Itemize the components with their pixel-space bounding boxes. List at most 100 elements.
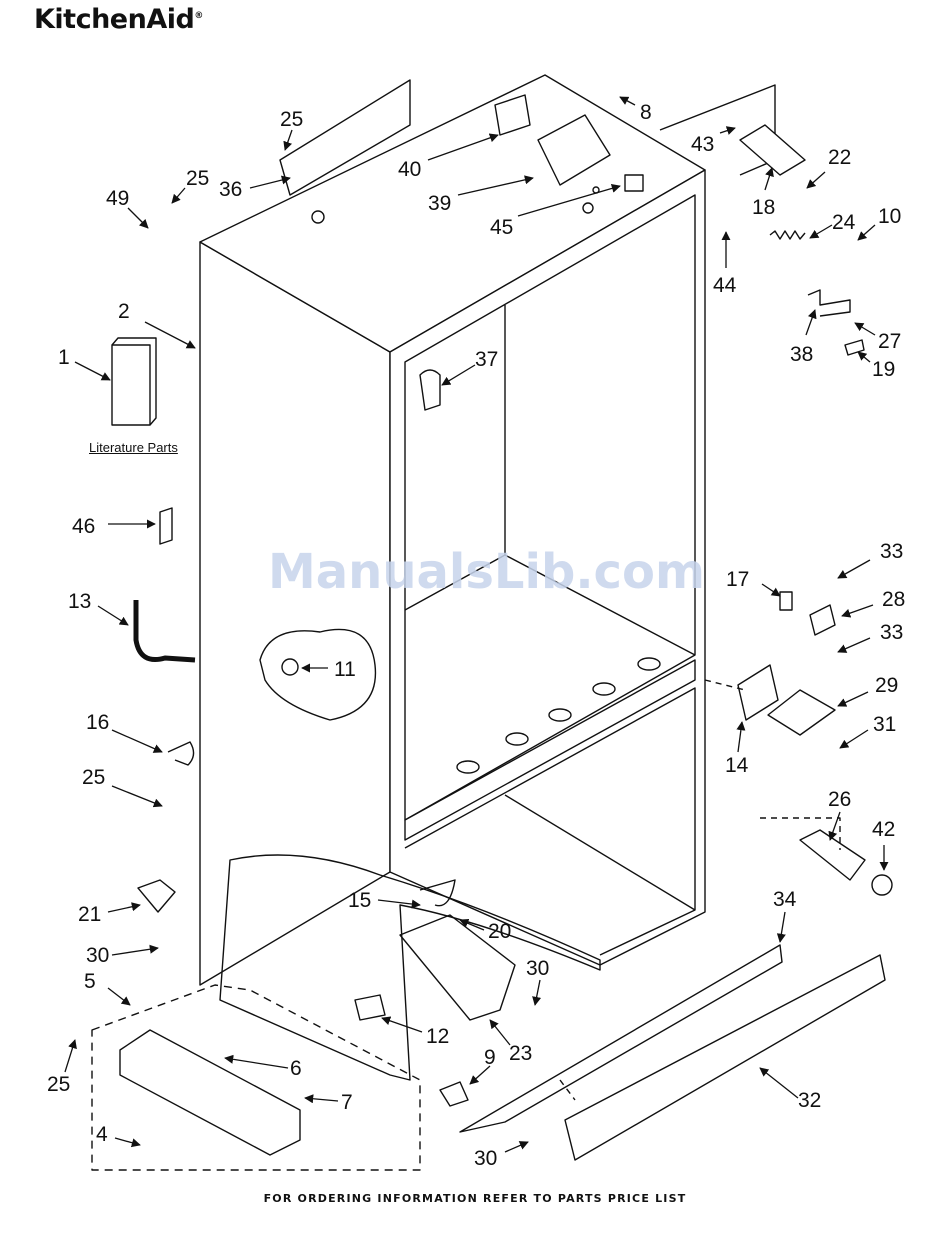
leader-32 xyxy=(760,1068,798,1098)
callout-44: 44 xyxy=(713,274,737,297)
part-17 xyxy=(780,592,792,610)
leader-25c xyxy=(112,786,162,806)
hinge-29 xyxy=(768,690,835,735)
callout-26: 26 xyxy=(828,788,851,811)
literature-book xyxy=(112,345,150,425)
hinge-18 xyxy=(740,125,805,175)
leader-31 xyxy=(840,730,868,748)
part-45-block xyxy=(625,175,643,191)
callout-21: 21 xyxy=(78,903,101,926)
leader-17 xyxy=(762,584,780,596)
callout-36: 36 xyxy=(219,178,242,201)
leader-13 xyxy=(98,606,128,625)
part-9 xyxy=(440,1082,468,1106)
callout-34: 34 xyxy=(773,888,797,911)
leader-29 xyxy=(838,692,868,706)
leader-30b xyxy=(112,948,158,955)
callout-23: 23 xyxy=(509,1042,532,1065)
callout-20: 20 xyxy=(488,920,511,943)
leader-34 xyxy=(780,912,785,942)
clip-46 xyxy=(160,508,172,544)
leader-24 xyxy=(810,225,832,238)
callout-32: 32 xyxy=(798,1089,821,1112)
callout-18: 18 xyxy=(752,196,775,219)
leader-18 xyxy=(765,168,772,190)
leader-1 xyxy=(75,362,110,380)
leader-14 xyxy=(738,722,742,752)
callout-27: 27 xyxy=(878,330,901,353)
leader-6 xyxy=(225,1058,288,1068)
callout-16: 16 xyxy=(86,711,109,734)
leader-33b xyxy=(838,638,870,652)
watermark: ManualsLib.com xyxy=(268,544,705,600)
spring-24 xyxy=(770,231,805,239)
callout-45: 45 xyxy=(490,216,513,239)
callout-10: 10 xyxy=(878,205,901,228)
callout-6: 6 xyxy=(290,1057,302,1080)
leader-19 xyxy=(858,352,870,362)
callout-33b: 33 xyxy=(880,621,903,644)
leader-25b xyxy=(172,188,185,203)
leader-12 xyxy=(382,1018,422,1032)
leader-23 xyxy=(490,1020,510,1045)
leader-25a xyxy=(285,130,292,150)
callout-46: 46 xyxy=(72,515,95,538)
callout-22: 22 xyxy=(828,146,851,169)
callout-8: 8 xyxy=(640,101,652,124)
callout-30c: 30 xyxy=(474,1147,497,1170)
callout-1: 1 xyxy=(58,346,70,369)
leader-22 xyxy=(807,172,825,188)
callout-28: 28 xyxy=(882,588,905,611)
leader-36 xyxy=(250,178,290,188)
filter-26 xyxy=(800,830,865,880)
plug-11 xyxy=(282,659,298,675)
footer-note: FOR ORDERING INFORMATION REFER TO PARTS … xyxy=(0,1192,950,1205)
leader-16 xyxy=(112,730,162,752)
leader-5 xyxy=(108,988,130,1005)
leader-30c xyxy=(505,1142,528,1152)
callout-2: 2 xyxy=(118,300,130,323)
leader-38 xyxy=(806,310,815,335)
callout-42: 42 xyxy=(872,818,895,841)
leader-30a xyxy=(535,980,540,1005)
leader-25d xyxy=(65,1040,75,1072)
callout-33a: 33 xyxy=(880,540,903,563)
leader-10 xyxy=(858,225,875,240)
callout-31: 31 xyxy=(873,713,896,736)
leader-27 xyxy=(855,323,875,335)
leader-43 xyxy=(720,128,735,133)
callout-24: 24 xyxy=(832,211,856,234)
leader-7 xyxy=(305,1098,338,1101)
callout-4: 4 xyxy=(96,1123,108,1146)
callout-19: 19 xyxy=(872,358,895,381)
callout-37: 37 xyxy=(475,348,498,371)
callout-30b: 30 xyxy=(86,944,109,967)
clamp-16 xyxy=(168,742,194,765)
callout-12: 12 xyxy=(426,1025,449,1048)
washer-19 xyxy=(845,340,864,355)
callout-25b: 25 xyxy=(186,167,209,190)
leader-8 xyxy=(620,97,635,105)
part-12 xyxy=(355,995,385,1020)
machine-rail-5 xyxy=(120,1030,300,1155)
callout-49: 49 xyxy=(106,187,129,210)
bracket-28 xyxy=(810,605,835,635)
callout-17: 17 xyxy=(726,568,749,591)
callout-14: 14 xyxy=(725,754,749,777)
callout-30a: 30 xyxy=(526,957,549,980)
leader-26 xyxy=(830,812,840,840)
leader-33a xyxy=(838,560,870,578)
callout-40: 40 xyxy=(398,158,421,181)
leader-21 xyxy=(108,905,140,912)
callout-25c: 25 xyxy=(82,766,105,789)
callout-25d: 25 xyxy=(47,1073,70,1096)
callout-43: 43 xyxy=(691,133,714,156)
tube-13 xyxy=(136,600,195,660)
leader-2 xyxy=(145,322,195,348)
callout-9: 9 xyxy=(484,1046,496,1069)
callout-25a: 25 xyxy=(280,108,303,131)
leader-4 xyxy=(115,1138,140,1145)
cap-42 xyxy=(872,875,892,895)
